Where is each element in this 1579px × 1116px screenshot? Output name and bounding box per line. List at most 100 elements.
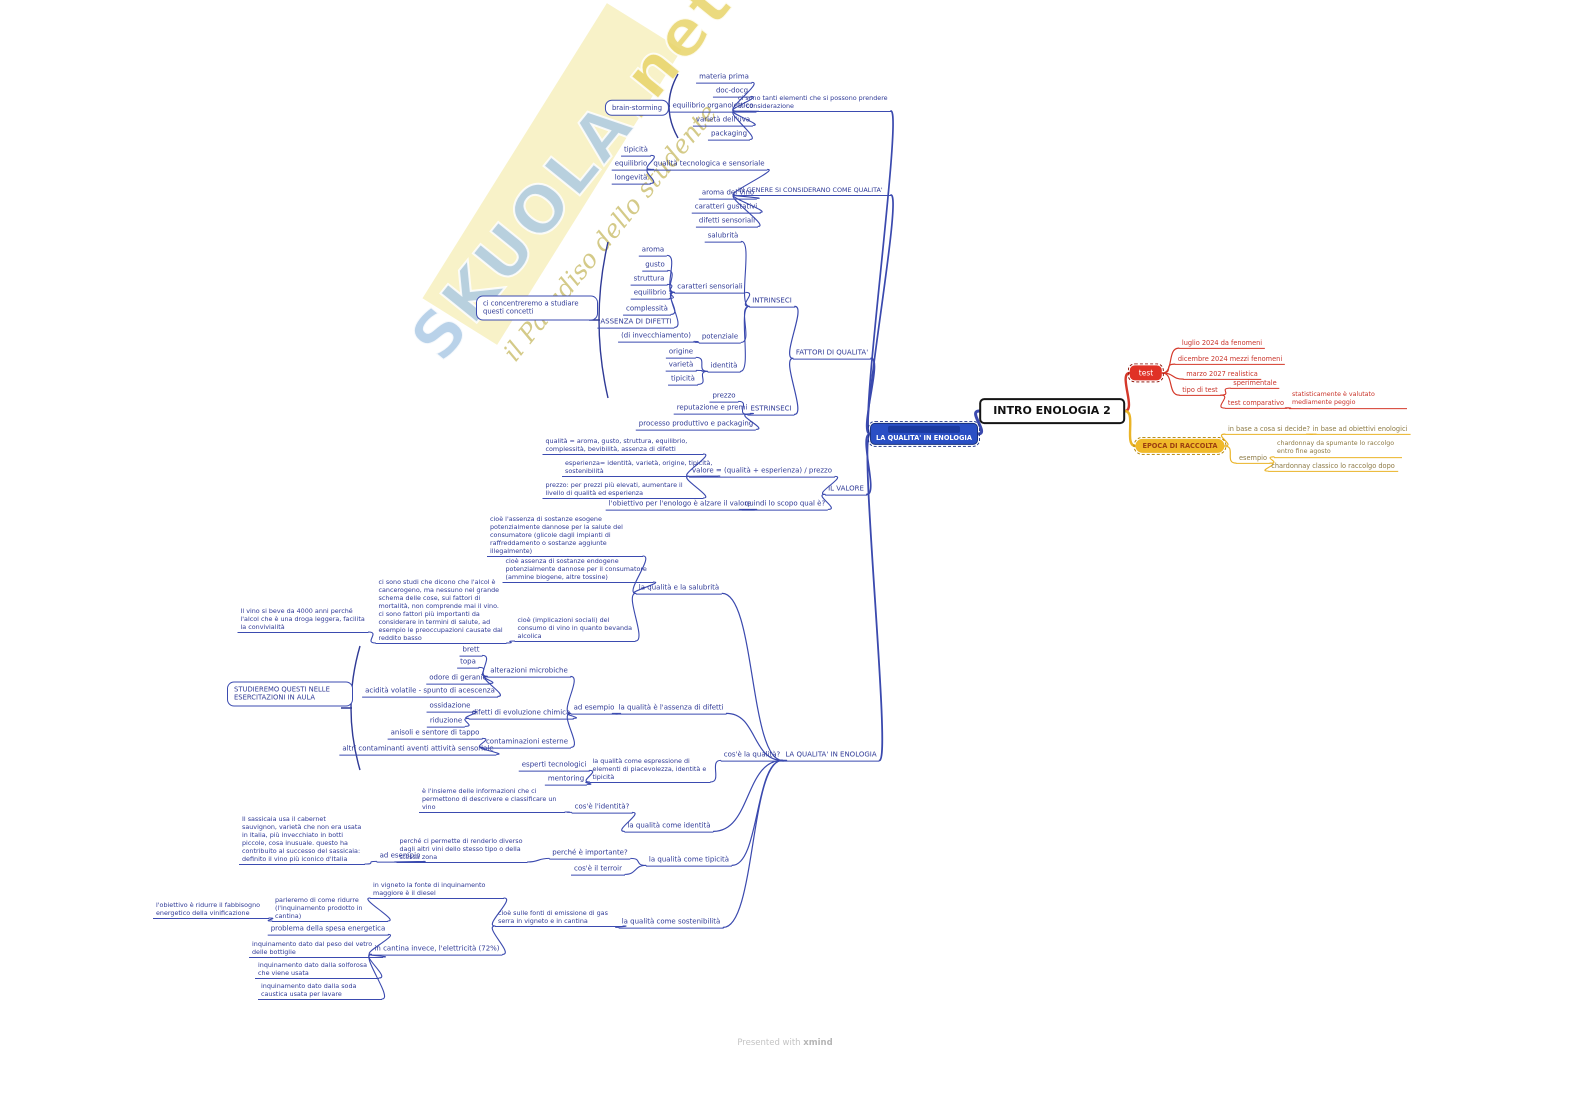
- node-a3[interactable]: struttura: [630, 275, 668, 286]
- node-idt[interactable]: identità: [707, 362, 741, 373]
- node-rep[interactable]: reputazione e premi: [673, 404, 751, 415]
- node-qso[interactable]: la qualità come sostenibilità: [618, 918, 724, 929]
- node-a2[interactable]: gusto: [642, 261, 668, 272]
- node-sod[interactable]: inquinamento dato dalla soda caustica us…: [258, 982, 382, 1000]
- node-imp[interactable]: cioè (implicazioni sociali) del consumo …: [514, 616, 636, 642]
- node-ins[interactable]: è l'insieme delle informazioni che ci pe…: [419, 787, 565, 813]
- node-qi[interactable]: la qualità come identità: [624, 822, 714, 833]
- node-pi[interactable]: perché è importante?: [549, 849, 631, 860]
- node-y3[interactable]: esempio: [1235, 454, 1271, 465]
- node-intr[interactable]: INTRINSECI: [749, 297, 795, 308]
- node-m2[interactable]: doc-docg: [712, 87, 752, 98]
- node-sol[interactable]: inquinamento dato dalla solforosa che vi…: [255, 961, 379, 979]
- node-vet[interactable]: inquinamento dato dal peso del vetro del…: [249, 940, 383, 958]
- node-o1[interactable]: ossidazione: [426, 702, 474, 713]
- node-sal1[interactable]: salubrità: [704, 232, 742, 243]
- node-tst[interactable]: test: [1127, 363, 1165, 383]
- node-m4[interactable]: varietà dell'uva: [692, 116, 754, 127]
- node-m3[interactable]: equilibrio organolettico: [669, 102, 757, 113]
- node-st[interactable]: ci sono studi che dicono che l'alcol è c…: [375, 578, 507, 644]
- node-av[interactable]: aroma del vino: [698, 189, 758, 200]
- node-y5[interactable]: chardonnay classico lo raccolgo dopo: [1268, 462, 1398, 473]
- node-m5[interactable]: packaging: [707, 130, 751, 141]
- node-am[interactable]: alterazioni microbiche: [487, 667, 571, 678]
- node-qsc[interactable]: quindi lo scopo qual è?: [741, 500, 829, 511]
- node-fat[interactable]: FATTORI DI QUALITA': [792, 349, 872, 360]
- node-ce[interactable]: contaminazioni esterne: [482, 738, 572, 749]
- node-pot[interactable]: potenziale: [698, 333, 742, 344]
- node-or1[interactable]: origine: [665, 348, 697, 359]
- node-v4[interactable]: Il vino si beve da 4000 anni perché l'al…: [237, 607, 369, 633]
- node-qf[interactable]: qualità = aroma, gusto, struttura, equil…: [542, 437, 704, 455]
- node-y2[interactable]: in base ad obiettivi enologici: [1309, 425, 1411, 436]
- node-stu[interactable]: STUDIEREMO QUESTI NELLE ESERCITAZIONI IN…: [227, 681, 353, 707]
- node-lqe[interactable]: LA QUALITA' IN ENOLOGIA: [782, 751, 880, 762]
- node-r2[interactable]: dicembre 2024 mezzi fenomeni: [1174, 355, 1286, 366]
- node-cs[interactable]: caratteri sensoriali: [674, 283, 746, 294]
- node-qt[interactable]: la qualità come tipicità: [645, 856, 733, 867]
- node-lqn[interactable]: LA QUALITA' IN ENOLOGIA: [868, 420, 980, 448]
- node-esp[interactable]: la qualità come espressione di elementi …: [589, 757, 711, 783]
- node-c1[interactable]: anisoli e sentore di tappo: [387, 729, 483, 740]
- node-r6[interactable]: test comparativo: [1224, 399, 1288, 410]
- node-d1[interactable]: brett: [459, 646, 483, 657]
- node-inv[interactable]: (di invecchiamento): [618, 332, 694, 343]
- node-qad[interactable]: la qualità è l'assenza di difetti: [615, 704, 727, 715]
- node-ob[interactable]: l'obiettivo per l'enologo è alzare il va…: [605, 500, 755, 511]
- node-sq[interactable]: la qualità e la salubrità: [635, 584, 723, 595]
- node-tit[interactable]: INTRO ENOLOGIA 2: [979, 398, 1125, 424]
- node-b1[interactable]: brain-storming: [604, 99, 670, 117]
- node-epo[interactable]: EPOCA DI RACCOLTA: [1133, 436, 1227, 456]
- node-ae1[interactable]: ad esempio: [570, 704, 618, 715]
- node-estr[interactable]: ESTRINSECI: [747, 405, 795, 416]
- node-par[interactable]: parleremo di come ridurre (l'inquinament…: [272, 896, 388, 922]
- node-y1[interactable]: in base a cosa si decide?: [1224, 425, 1314, 436]
- node-cq[interactable]: cos'è la qualità?: [720, 751, 784, 762]
- node-o2[interactable]: riduzione: [426, 717, 466, 728]
- node-conc[interactable]: ci concentreremo a studiare questi conce…: [476, 295, 598, 321]
- node-vig[interactable]: in vigneto la fonte di inquinamento magg…: [370, 881, 504, 899]
- node-ter[interactable]: cos'è il terroir: [571, 865, 625, 876]
- node-tanti[interactable]: ci sono tanti elementi che si possono pr…: [735, 94, 891, 112]
- node-d2[interactable]: topa: [457, 658, 479, 669]
- node-et[interactable]: esperti tecnologici: [518, 761, 590, 772]
- node-c2[interactable]: altri contaminanti aventi attività senso…: [339, 745, 497, 756]
- node-ds[interactable]: difetti sensoriali: [695, 217, 759, 228]
- node-pp[interactable]: processo produttivo e packaging: [635, 420, 757, 431]
- node-end[interactable]: cioè assenza di sostanze endogene potenz…: [502, 557, 654, 583]
- node-or3[interactable]: tipicità: [668, 375, 698, 386]
- node-can[interactable]: in cantina invece, l'elettricità (72%): [371, 945, 503, 956]
- node-m1[interactable]: materia prima: [696, 73, 752, 84]
- node-a4[interactable]: equilibrio: [630, 289, 670, 300]
- node-qts[interactable]: qualità tecnologica e sensoriale: [650, 160, 768, 171]
- node-ilv[interactable]: IL VALORE: [825, 485, 867, 496]
- node-pz[interactable]: prezzo: [709, 392, 739, 403]
- node-eso[interactable]: cioè l'assenza di sostanze esogene poten…: [487, 515, 643, 557]
- node-a5[interactable]: complessità: [623, 305, 671, 316]
- node-r4[interactable]: tipo di test: [1179, 386, 1221, 397]
- node-me[interactable]: mentoring: [544, 775, 588, 786]
- node-a6[interactable]: ASSENZA DI DIFETTI: [597, 318, 675, 329]
- node-tp1[interactable]: tipicità: [621, 146, 651, 157]
- node-tp3[interactable]: longevità: [611, 174, 651, 185]
- node-dec[interactable]: difetti di evoluzione chimica: [468, 709, 574, 720]
- node-vf[interactable]: valore = (qualità + esperienza) / prezzo: [688, 467, 836, 478]
- node-spe[interactable]: problema della spesa energetica: [267, 925, 389, 936]
- node-r5[interactable]: sperimentale: [1230, 379, 1280, 390]
- node-ing[interactable]: IN GENERE SI CONSIDERANO COME QUALITA': [735, 186, 891, 196]
- node-per[interactable]: perché ci permette di renderlo diverso d…: [396, 837, 528, 863]
- node-ef[interactable]: esperienza= identità, varietà, origine, …: [562, 459, 718, 477]
- node-obr[interactable]: l'obiettivo è ridurre il fabbisogno ener…: [153, 901, 269, 919]
- node-d3[interactable]: odore di geranio: [426, 674, 490, 685]
- node-y4[interactable]: chardonnay da spumante lo raccolgo entro…: [1274, 440, 1402, 458]
- node-tp2[interactable]: equilibrio: [611, 160, 651, 171]
- node-a1[interactable]: aroma: [638, 246, 668, 257]
- node-d4[interactable]: acidità volatile - spunto di acescenza: [362, 687, 498, 698]
- node-ci[interactable]: cos'è l'identità?: [571, 803, 633, 814]
- node-sas[interactable]: Il sassicaia usa il cabernet sauvignon, …: [239, 815, 365, 865]
- node-or2[interactable]: varietà: [665, 361, 697, 372]
- node-pzf[interactable]: prezzo: per prezzi più elevati, aumentar…: [542, 481, 704, 499]
- node-ae2[interactable]: ad esempio: [376, 852, 424, 863]
- node-r3[interactable]: marzo 2027 realistica: [1183, 370, 1261, 381]
- node-fon[interactable]: cioè sulle fonti di emissione di gas ser…: [495, 909, 623, 927]
